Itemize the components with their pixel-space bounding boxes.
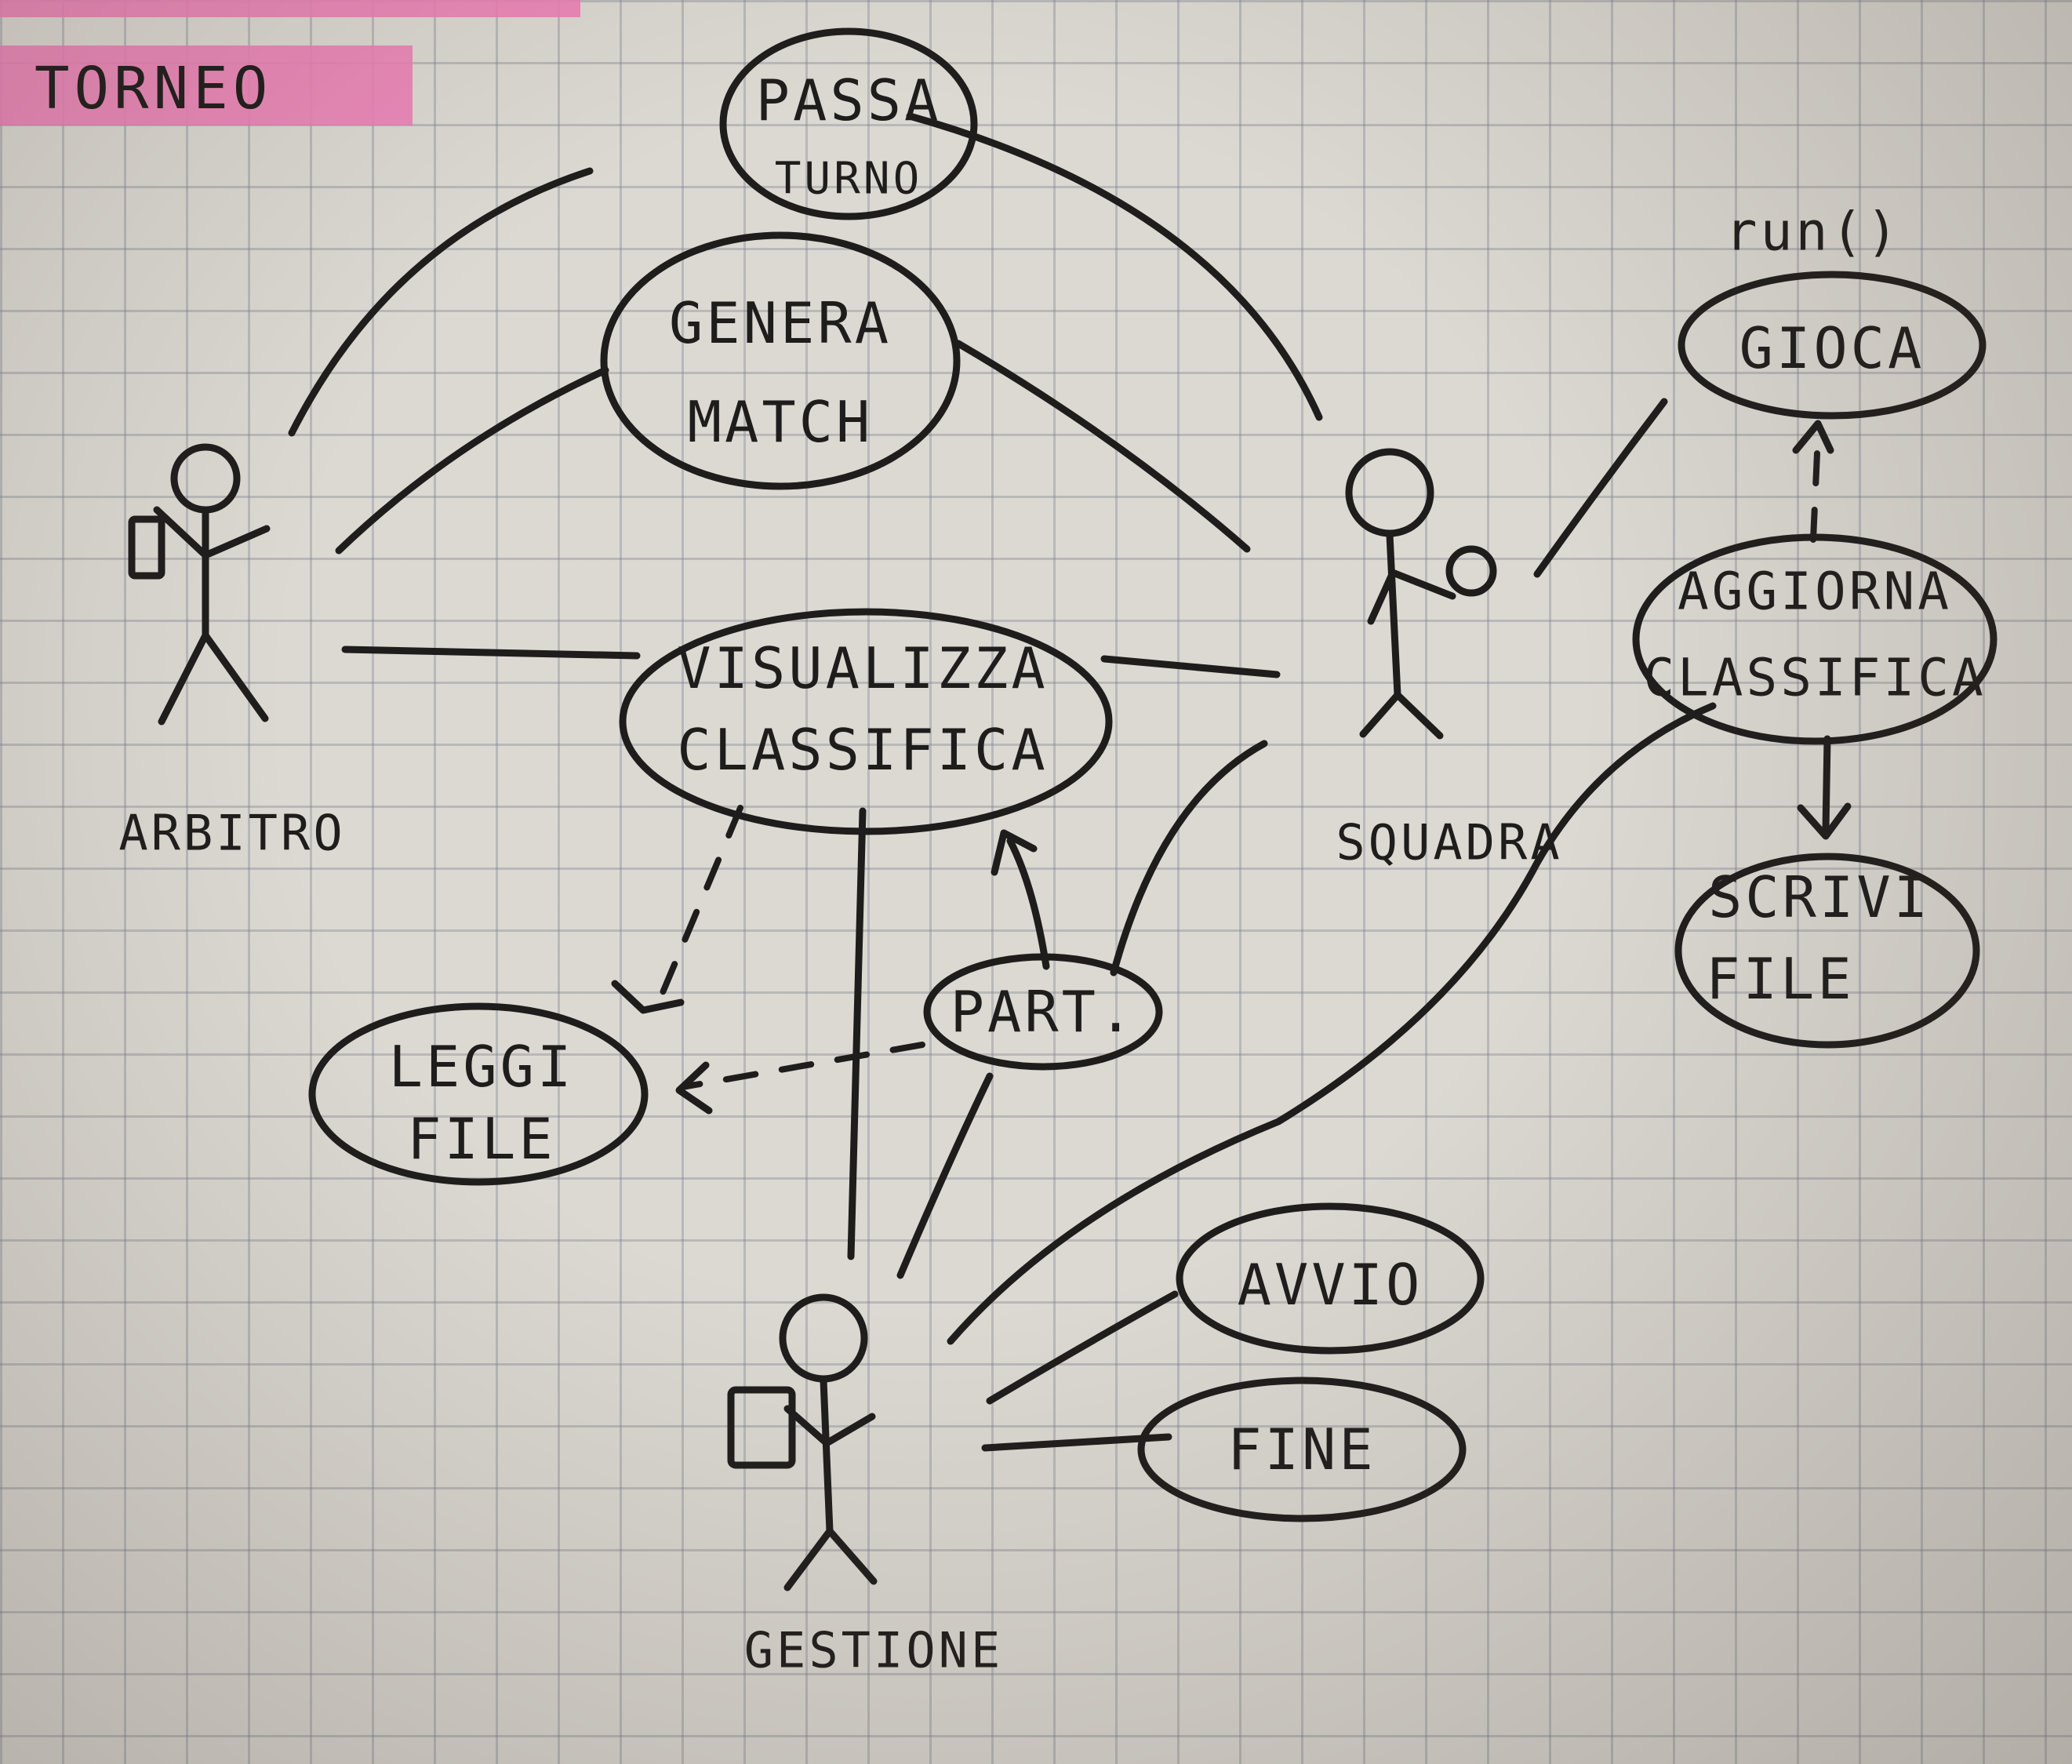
- actor-squadra: [1345, 448, 1497, 740]
- label-classifica: CLASSIFICA: [677, 717, 1049, 783]
- dep-part-leggi: [679, 1042, 925, 1090]
- label-aggiorna-classifica: CLASSIFICA: [1643, 647, 1987, 708]
- use-case-passa-turno: [719, 27, 978, 220]
- dep-part-visualizza: [1006, 837, 1050, 970]
- label-part: PART.: [950, 979, 1136, 1045]
- referee-card-icon: [128, 515, 165, 580]
- ball-icon: [1445, 545, 1497, 597]
- highlight-strip-title: [0, 45, 413, 125]
- dep-aggiorna-gioca: [1810, 433, 1821, 543]
- assoc-gestione-part: [896, 1072, 994, 1279]
- use-case-leggi-file: [308, 1002, 649, 1186]
- label-turno: TURNO: [774, 153, 923, 205]
- assoc-arbitro-passa-turno: [288, 167, 594, 437]
- actor-label-arbitro: ARBITRO: [118, 804, 346, 862]
- actor-gestione-body: [783, 1377, 878, 1591]
- label-visualizza: VISUALIZZA: [677, 635, 1049, 701]
- dep-aggiorna-scrivi: [1822, 735, 1831, 834]
- use-case-avvio: [1176, 1202, 1485, 1355]
- assoc-squadra-passa-turno: [906, 112, 1323, 421]
- label-leggi: LEGGI: [388, 1034, 575, 1100]
- assoc-squadra-part: [1110, 740, 1268, 977]
- use-case-visualizza-classifica: [619, 608, 1113, 835]
- actor-squadra-body: [1359, 531, 1456, 740]
- actor-label-gestione: GESTIONE: [743, 1621, 1004, 1679]
- label-run: run(): [1725, 201, 1902, 264]
- assoc-gestione-avvio: [986, 1290, 1179, 1405]
- assoc-gestione-fine: [981, 1433, 1172, 1452]
- use-case-part: [923, 953, 1163, 1071]
- actor-label-squadra: SQUADRA: [1336, 813, 1563, 871]
- arrowhead-visualizza: [991, 829, 1038, 876]
- actor-gestione-head: [779, 1293, 868, 1383]
- clipboard-icon: [727, 1386, 796, 1469]
- use-case-genera-match: [600, 231, 961, 490]
- diagram-title: TORNEO: [35, 55, 273, 122]
- highlight-strip-top: [0, 0, 580, 17]
- dep-visualizza-leggi: [654, 805, 743, 1009]
- actor-gestione: [727, 1293, 878, 1591]
- actor-squadra-head: [1345, 448, 1434, 537]
- label-leggi-file: FILE: [407, 1106, 556, 1172]
- label-scrivi-file: FILE: [1706, 946, 1855, 1012]
- actor-arbitro-head: [170, 443, 241, 514]
- actor-arbitro-body: [153, 506, 271, 726]
- assoc-gestione-aggiorna: [947, 702, 1717, 1345]
- arrowhead-leggi-top: [611, 980, 685, 1014]
- assoc-arbitro-visualizza: [341, 646, 641, 660]
- use-case-gioca: [1678, 271, 1987, 420]
- use-case-aggiorna-classifica: [1632, 533, 1997, 745]
- label-scrivi: SCRIVI: [1707, 864, 1932, 930]
- actor-arbitro: [128, 443, 271, 726]
- label-genera: GENERA: [668, 290, 892, 356]
- assoc-arbitro-genera-match: [335, 366, 609, 555]
- label-match: MATCH: [687, 389, 874, 455]
- label-passa: PASSA: [755, 67, 942, 133]
- arrowhead-scrivi: [1797, 802, 1852, 840]
- arrowhead-leggi-side: [675, 1061, 713, 1115]
- assoc-squadra-visualizza: [1100, 655, 1281, 678]
- label-avvio: AVVIO: [1237, 1252, 1423, 1318]
- label-gioca: GIOCA: [1739, 315, 1925, 381]
- label-aggiorna: AGGIORNA: [1678, 561, 1952, 622]
- use-case-scrivi-file: [1674, 853, 1980, 1049]
- assoc-squadra-gioca: [1533, 398, 1668, 578]
- arrowhead-gioca: [1792, 420, 1834, 454]
- use-case-fine: [1137, 1377, 1467, 1522]
- assoc-squadra-genera-match: [954, 340, 1251, 553]
- assoc-gestione-visualizza: [847, 807, 867, 1260]
- label-fine: FINE: [1227, 1417, 1376, 1482]
